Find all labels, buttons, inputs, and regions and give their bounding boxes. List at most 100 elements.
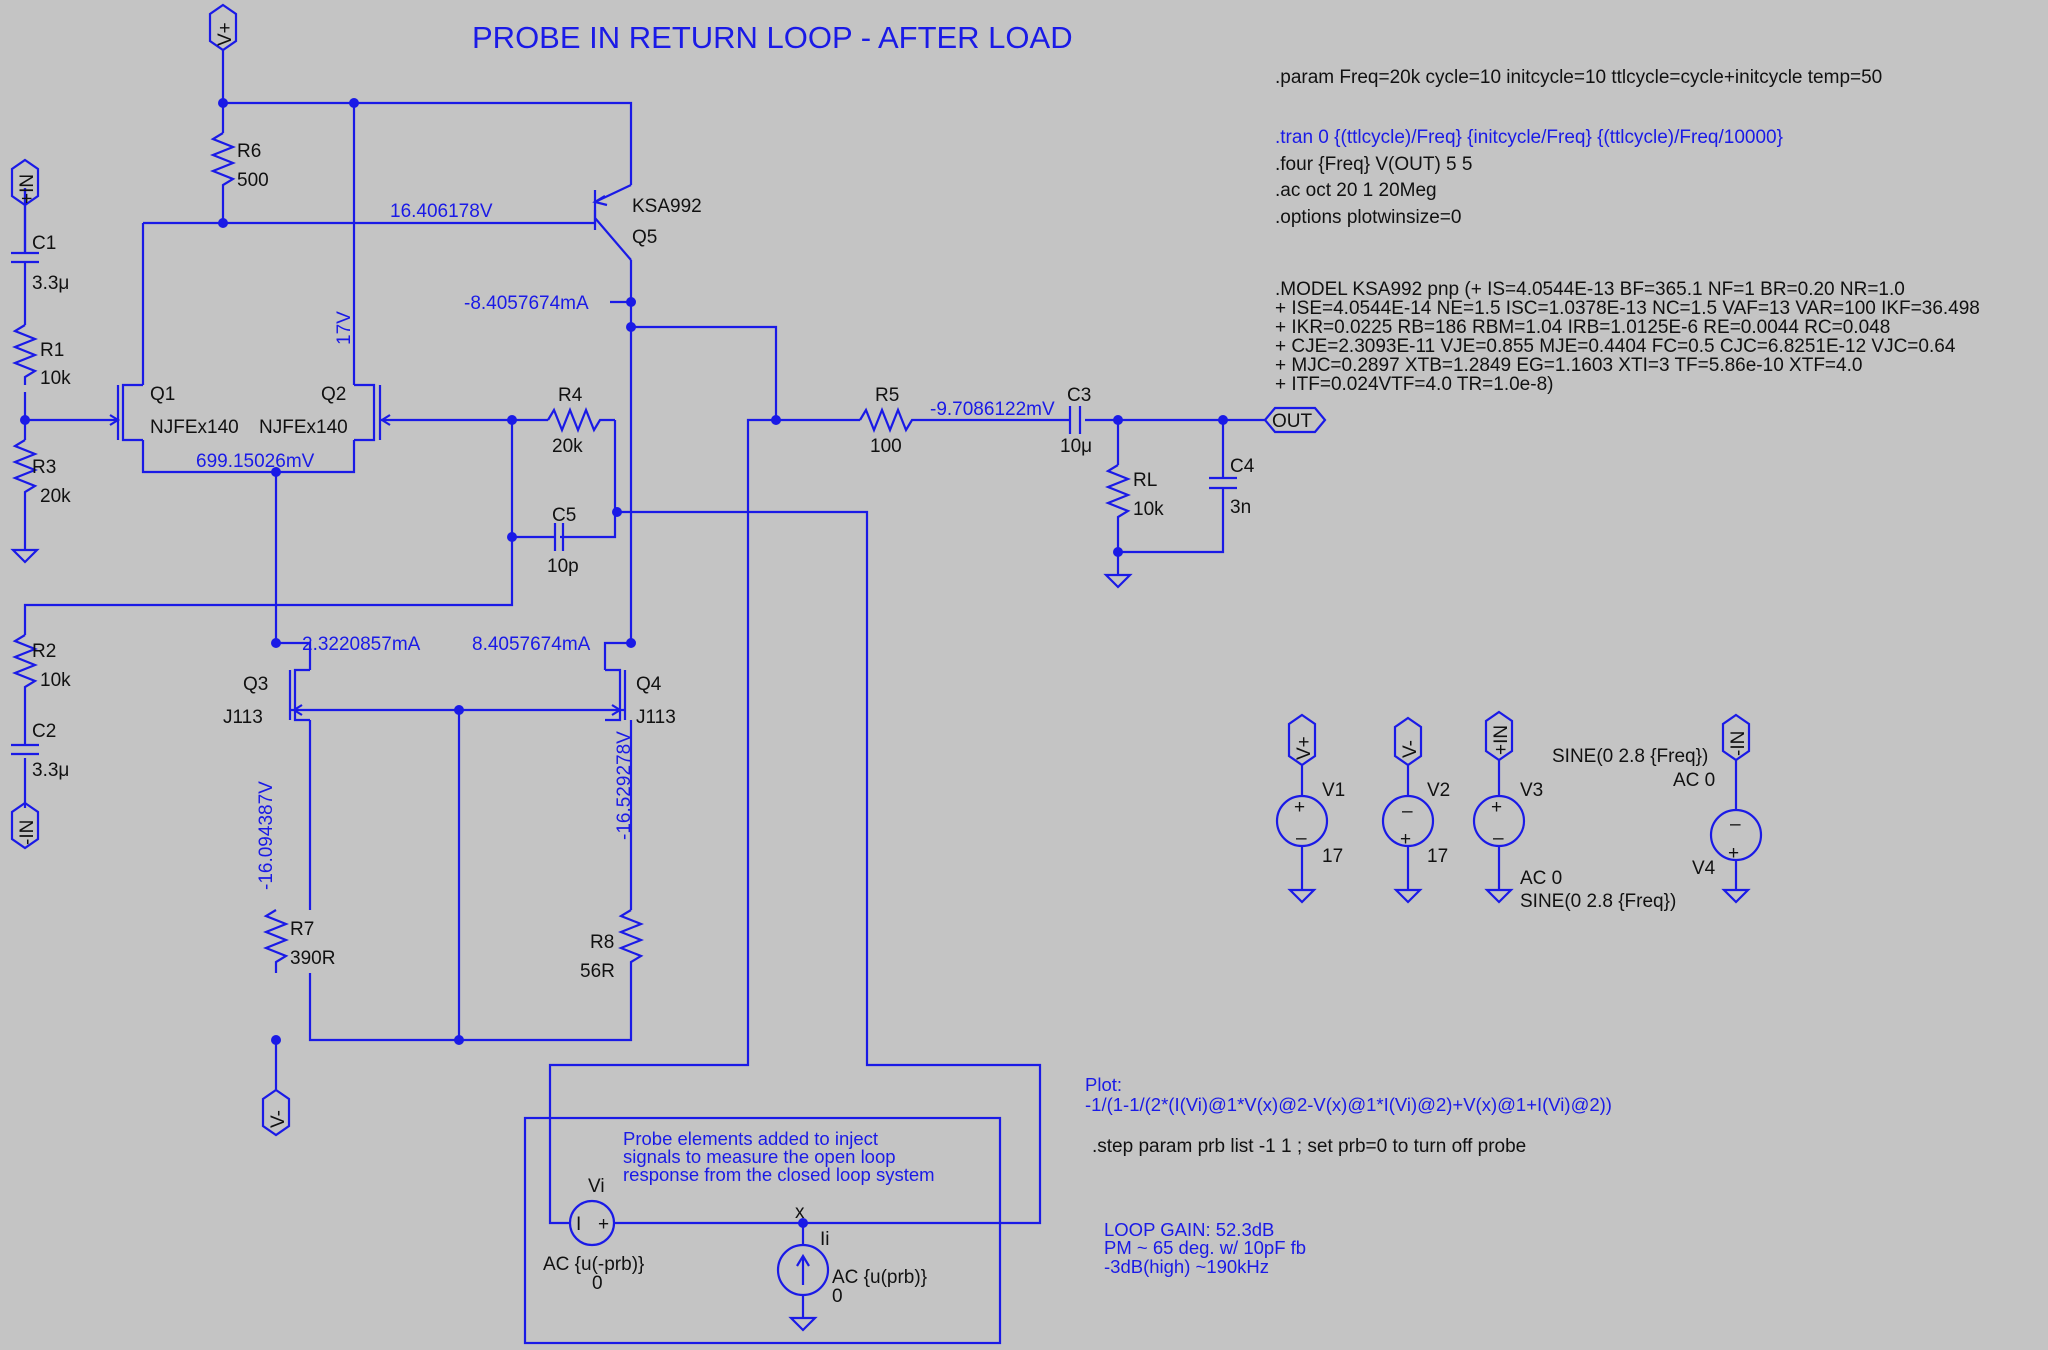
r4-resistor[interactable] [547, 407, 615, 433]
svg-text:–: – [1402, 801, 1413, 822]
schematic-title: PROBE IN RETURN LOOP - AFTER LOAD [472, 20, 1073, 55]
svg-text:AC {u(prb)}: AC {u(prb)} [832, 1267, 927, 1288]
options-directive[interactable]: .options plotwinsize=0 [1275, 207, 1461, 228]
model-directive[interactable]: .MODEL KSA992 pnp (+ IS=4.0544E-13 BF=36… [1275, 279, 1980, 395]
svg-text:R3: R3 [32, 457, 56, 478]
tran-directive[interactable]: .tran 0 {(ttlcycle)/Freq} {initcycle/Fre… [1275, 127, 1783, 148]
svg-text:LOOP GAIN: 52.3dB: LOOP GAIN: 52.3dB [1104, 1219, 1274, 1240]
q4-jfet[interactable] [600, 668, 627, 722]
v2-source[interactable]: – + [1381, 790, 1435, 904]
svg-text:10k: 10k [40, 670, 71, 691]
vminus-flag-bottom[interactable]: V- [261, 1088, 291, 1137]
svg-text:+ ISE=4.0544E-14 NE=1.5 ISC=1.: + ISE=4.0544E-14 NE=1.5 ISC=1.0378E-13 N… [1275, 298, 1980, 319]
svg-text:Q1: Q1 [150, 384, 175, 405]
svg-text:.MODEL KSA992 pnp (+ IS=4.0544: .MODEL KSA992 pnp (+ IS=4.0544E-13 BF=36… [1275, 279, 1905, 300]
c4-capacitor[interactable] [1209, 476, 1237, 505]
r3-resistor[interactable] [12, 439, 38, 497]
r7-resistor[interactable] [263, 909, 289, 973]
svg-text:PM ~ 65 deg. w/ 10pF fb: PM ~ 65 deg. w/ 10pF fb [1104, 1237, 1306, 1258]
c2-capacitor[interactable] [11, 743, 39, 756]
r2-resistor[interactable] [12, 634, 38, 700]
rl-resistor[interactable] [1105, 464, 1131, 520]
svg-text:Q2: Q2 [321, 384, 346, 405]
ii-probe-source[interactable] [776, 1243, 830, 1332]
inminus-flag-left[interactable]: -IN [10, 801, 40, 850]
vplus-flag-top[interactable]: V+ [208, 3, 238, 52]
svg-text:500: 500 [237, 170, 269, 191]
plus-sign: + [1294, 797, 1305, 818]
svg-text:-IN: -IN [1728, 731, 1749, 756]
svg-text:x: x [795, 1202, 805, 1223]
q3-jfet[interactable] [288, 668, 310, 722]
c5-capacitor[interactable] [553, 523, 565, 551]
svg-text:R4: R4 [558, 385, 583, 406]
svg-text:C2: C2 [32, 721, 56, 742]
svg-text:R1: R1 [40, 340, 64, 361]
v1-source[interactable]: + – [1275, 790, 1329, 904]
svg-text:+IN: +IN [1491, 725, 1512, 755]
svg-text:SINE(0 2.8 {Freq}): SINE(0 2.8 {Freq}) [1552, 746, 1708, 767]
loop-results: LOOP GAIN: 52.3dB PM ~ 65 deg. w/ 10pF f… [1104, 1219, 1306, 1277]
svg-text:J113: J113 [636, 707, 676, 728]
svg-text:699.15026mV: 699.15026mV [196, 451, 315, 472]
v2-flag[interactable]: V- [1393, 716, 1423, 790]
svg-text:-3dB(high) ~190kHz: -3dB(high) ~190kHz [1104, 1256, 1269, 1277]
q2-jfet[interactable] [354, 383, 391, 442]
svg-text:56R: 56R [580, 961, 615, 982]
svg-text:2.3220857mA: 2.3220857mA [302, 634, 421, 655]
v4-flag[interactable]: -IN [1721, 713, 1751, 762]
svg-text:C3: C3 [1067, 385, 1091, 406]
svg-text:10k: 10k [40, 368, 71, 389]
svg-text:V2: V2 [1427, 780, 1450, 801]
ac-directive[interactable]: .ac oct 20 1 20Meg [1275, 180, 1437, 201]
out-flag[interactable]: OUT [1263, 406, 1327, 434]
inplus-flag-left[interactable]: +IN [10, 158, 40, 207]
svg-text:R6: R6 [237, 141, 261, 162]
svg-text:AC {u(-prb)}: AC {u(-prb)} [543, 1254, 644, 1275]
v4-source[interactable]: – + [1709, 760, 1763, 904]
svg-text:NJFEx140: NJFEx140 [259, 417, 348, 438]
svg-text:100: 100 [870, 436, 902, 457]
svg-text:10k: 10k [1133, 499, 1164, 520]
svg-text:Probe elements added to injec: Probe elements added to inject [623, 1128, 878, 1149]
r1-resistor[interactable] [12, 324, 38, 385]
r6-resistor[interactable] [210, 132, 236, 190]
step-directive[interactable]: .step param prb list -1 1 ; set prb=0 to… [1092, 1136, 1526, 1157]
svg-text:KSA992: KSA992 [632, 196, 702, 217]
svg-text:AC 0: AC 0 [1520, 868, 1562, 889]
svg-text:signals to measure the open lo: signals to measure the open loop [623, 1146, 896, 1167]
r5-resistor[interactable] [859, 407, 915, 433]
plot-label: Plot: [1085, 1074, 1122, 1095]
svg-text:RL: RL [1133, 470, 1157, 491]
svg-text:-16.094387V: -16.094387V [256, 781, 277, 890]
svg-text:+: + [1728, 843, 1739, 864]
plot-expression[interactable]: -1/(1-1/(2*(I(Vi)@1*V(x)@2-V(x)@1*I(Vi)@… [1085, 1094, 1612, 1115]
svg-text:I: I [576, 1214, 581, 1235]
v3-flag[interactable]: +IN [1484, 710, 1514, 762]
svg-text:20k: 20k [552, 436, 583, 457]
svg-text:R8: R8 [590, 932, 614, 953]
svg-text:V-: V- [1400, 740, 1421, 758]
four-directive[interactable]: .four {Freq} V(OUT) 5 5 [1275, 154, 1472, 175]
q1-jfet[interactable] [109, 383, 143, 442]
svg-text:–: – [1730, 814, 1741, 835]
r8-resistor[interactable] [618, 909, 644, 973]
svg-text:+ MJC=0.2897 XTB=1.2849 EG=1.1: + MJC=0.2897 XTB=1.2849 EG=1.1603 XTI=3 … [1275, 355, 1862, 376]
svg-text:17: 17 [1427, 846, 1448, 867]
c1-capacitor[interactable] [11, 188, 39, 278]
param-directive[interactable]: .param Freq=20k cycle=10 initcycle=10 tt… [1275, 67, 1882, 88]
q5-pnp[interactable] [592, 184, 632, 261]
c3-capacitor[interactable] [1068, 406, 1082, 434]
svg-text:+ ITF=0.024VTF=4.0 TR=1.0e-8): + ITF=0.024VTF=4.0 TR=1.0e-8) [1275, 374, 1553, 395]
svg-text:-9.7086122mV: -9.7086122mV [930, 399, 1055, 420]
svg-text:0: 0 [832, 1286, 843, 1307]
v3-source[interactable]: + – [1472, 760, 1526, 904]
minus-sign: – [1296, 828, 1307, 849]
svg-text:10μ: 10μ [1060, 436, 1092, 457]
svg-text:-8.4057674mA: -8.4057674mA [464, 293, 589, 314]
svg-text:V+: V+ [1294, 736, 1315, 760]
v1-flag[interactable]: V+ [1287, 713, 1317, 790]
vi-probe-source[interactable]: I + [568, 1199, 616, 1247]
svg-text:AC 0: AC 0 [1673, 770, 1715, 791]
